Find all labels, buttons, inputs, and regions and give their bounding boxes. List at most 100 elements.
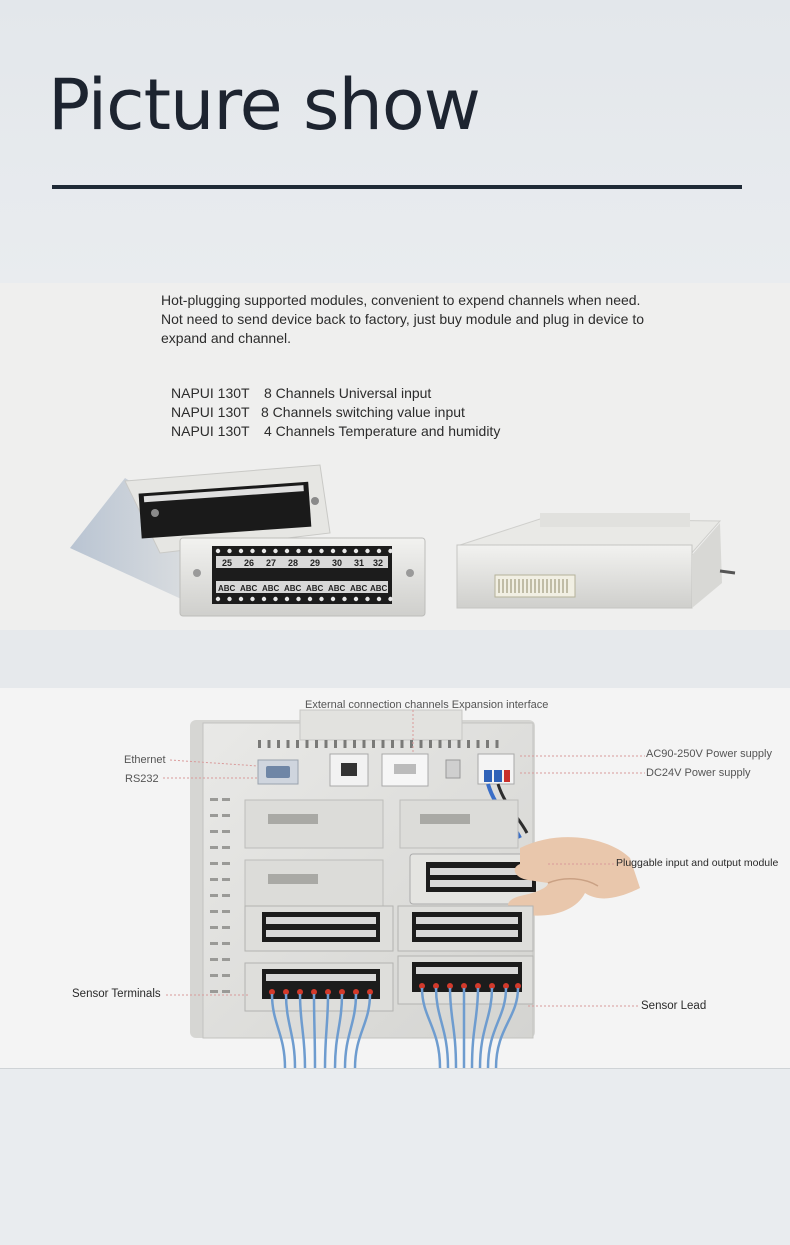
label-ethernet: Ethernet: [124, 754, 166, 766]
terminal-number: 25: [222, 558, 232, 568]
vent-slot: [467, 740, 470, 748]
label-ac-power: AC90-250V Power supply: [646, 748, 772, 760]
side-vent: [222, 830, 230, 833]
terminal-letters: ABC: [240, 584, 258, 593]
terminal-letters: ABC: [370, 584, 388, 593]
lead-tip: [419, 983, 425, 989]
intro-line-1: Hot-plugging supported modules, convenie…: [161, 292, 641, 308]
terminal-hole: [284, 596, 290, 602]
vent-slot: [343, 740, 347, 748]
terminal-hole: [238, 548, 244, 554]
vent-slot: [381, 740, 385, 748]
vent-slot: [305, 740, 309, 748]
vent-slot: [267, 740, 271, 748]
lead-tip: [339, 989, 345, 995]
side-vent: [222, 910, 230, 913]
vent-slot: [277, 740, 280, 748]
lead-tip: [367, 989, 373, 995]
vent-slot: [362, 740, 366, 748]
terminal-hole: [215, 548, 221, 554]
side-vent: [210, 974, 218, 977]
sensor-cable: [353, 993, 372, 1068]
sensor-cable: [298, 993, 307, 1068]
label-sensor-terminals: Sensor Terminals: [72, 988, 161, 1000]
lead-tip: [283, 989, 289, 995]
sensor-cable: [343, 993, 358, 1068]
side-vent: [210, 862, 218, 865]
sensor-cable: [486, 987, 508, 1068]
terminal-hole: [365, 596, 370, 602]
terminal-hole: [330, 548, 336, 554]
terminal-hole: [376, 596, 382, 602]
terminal-hole: [238, 596, 244, 602]
side-vent: [210, 878, 218, 881]
vent-slot: [457, 740, 461, 748]
terminal-letters: ABC: [350, 584, 368, 593]
side-vent: [210, 910, 218, 913]
terminal-number: 29: [310, 558, 320, 568]
terminal-number: 30: [332, 558, 342, 568]
lead-tip: [447, 983, 453, 989]
lead-tip: [515, 983, 521, 989]
vent-slot: [258, 740, 261, 748]
terminal-hole: [227, 596, 232, 602]
header-section: Picture show: [0, 0, 790, 283]
terminal-hole: [319, 548, 324, 554]
side-vent: [222, 814, 230, 817]
sensor-cable: [312, 993, 317, 1068]
side-vent: [210, 846, 218, 849]
device-illustration: [163, 709, 645, 1068]
module-list: NAPUI 130T 8 Channels Universal input NAP…: [171, 384, 500, 441]
side-vent: [222, 798, 230, 801]
terminal-number: 27: [266, 558, 276, 568]
side-vent: [210, 798, 218, 801]
vent-slot: [372, 740, 375, 748]
terminal-hole: [365, 548, 370, 554]
lead-tip: [475, 983, 481, 989]
sensor-cable: [478, 987, 494, 1068]
vent-slot: [438, 740, 442, 748]
lead-tip: [461, 983, 467, 989]
module-desc: 8 Channels Universal input: [264, 385, 432, 401]
module-connector-image: [456, 513, 736, 609]
terminal-number: 26: [244, 558, 254, 568]
sensor-cable: [494, 987, 520, 1068]
side-vent: [222, 958, 230, 961]
terminal-letters: ABC: [284, 584, 302, 593]
terminal-hole: [319, 596, 324, 602]
terminal-letters: ABC: [328, 584, 346, 593]
terminal-hole: [215, 596, 221, 602]
terminal-hole: [388, 596, 393, 602]
terminal-hole: [342, 548, 347, 554]
sensor-cable: [420, 987, 442, 1068]
intro-text: Hot-plugging supported modules, convenie…: [161, 291, 661, 348]
module-name: NAPUI 130T: [171, 423, 250, 439]
terminal-hole: [273, 596, 278, 602]
terminal-hole: [353, 596, 359, 602]
footer-band: [0, 1068, 790, 1245]
terminal-number: 32: [373, 558, 383, 568]
label-sensor-lead: Sensor Lead: [641, 1000, 707, 1012]
terminal-hole: [227, 548, 232, 554]
terminal-letters: ABC: [306, 584, 324, 593]
vent-slot: [296, 740, 299, 748]
module-name: NAPUI 130T: [171, 385, 250, 401]
side-vent: [210, 926, 218, 929]
label-rs232: RS232: [125, 773, 159, 785]
terminal-number: 31: [354, 558, 364, 568]
spacer: [0, 630, 790, 688]
sensor-cable: [270, 993, 287, 1068]
vent-slot: [324, 740, 328, 748]
lead-tip: [297, 989, 303, 995]
module-front-image: 25 26 27 28 29 30 31 32 ABC ABC ABC ABC …: [179, 537, 426, 617]
lead-tip: [503, 983, 509, 989]
side-vent: [210, 942, 218, 945]
terminal-hole: [261, 596, 267, 602]
side-vent: [210, 990, 218, 993]
vent-slot: [495, 740, 499, 748]
terminal-hole: [307, 548, 313, 554]
terminal-hole: [296, 548, 301, 554]
sensor-cable: [284, 993, 297, 1068]
